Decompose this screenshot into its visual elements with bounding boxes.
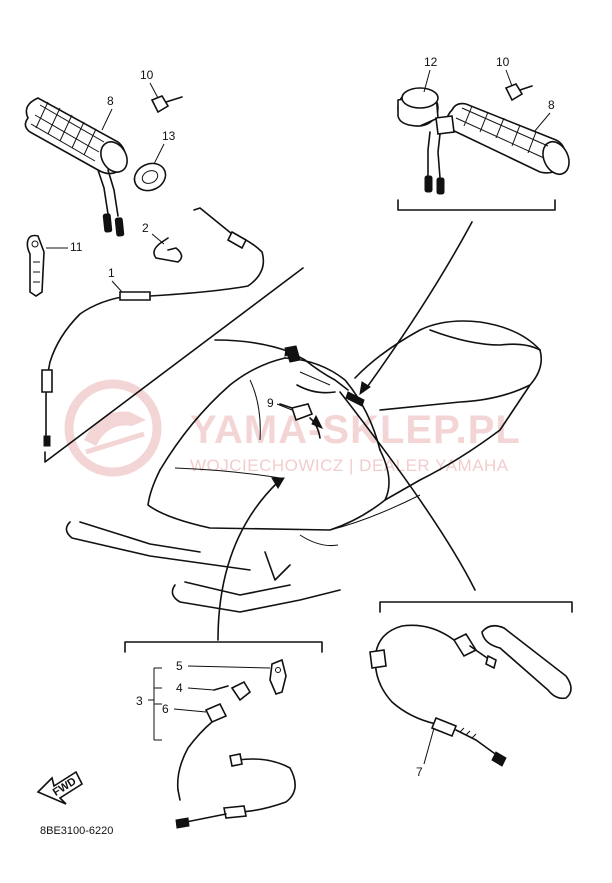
callout-6: 6 (162, 702, 169, 716)
callout-brace-3 (148, 667, 162, 741)
part-7-brake-cable (369, 624, 507, 767)
callout-4: 4 (176, 681, 183, 695)
watermark-tagline: WOJCIECHOWICZ | DEALER YAMAHA (190, 456, 509, 475)
callout-12: 12 (424, 55, 438, 69)
part-1-throttle-cable (41, 207, 265, 447)
part-13-ring (133, 162, 167, 192)
callout-10-right: 10 (496, 55, 510, 69)
watermark-brand: YAMA-SKLEP.PL (190, 408, 521, 452)
part-code: 8BE3100-6220 (40, 825, 113, 837)
snowmobile-body (65, 320, 543, 613)
part-12-grip-ring (397, 87, 439, 127)
watermark: YAMA-SKLEP.PL WOJCIECHOWICZ | DEALER YAM… (64, 379, 521, 477)
callout-10-left: 10 (140, 68, 154, 82)
part-10-bolt-left (150, 95, 183, 114)
brake-lever (452, 624, 572, 700)
part-3-cable (175, 753, 296, 829)
part-4-pin (213, 685, 229, 691)
callout-7: 7 (416, 765, 423, 779)
part-11-key-holder (26, 234, 45, 297)
part-5-lever (269, 658, 287, 695)
part-10-bolt-right (504, 83, 533, 102)
callout-11: 11 (70, 240, 83, 254)
section-dividers (44, 199, 573, 653)
callout-5: 5 (176, 659, 183, 673)
watermark-logo (64, 379, 162, 477)
part-2-clip (153, 237, 183, 263)
part-8-grip-right (424, 102, 570, 195)
part-6-adjuster (176, 680, 252, 791)
callout-2: 2 (142, 221, 149, 235)
callout-1: 1 (108, 266, 115, 280)
handlebar-assembly (284, 345, 365, 407)
callout-3: 3 (136, 694, 143, 708)
callout-8-left: 8 (107, 94, 114, 108)
fwd-arrow-icon: FWD (36, 770, 84, 805)
callout-8-right: 8 (548, 98, 555, 112)
part-9-clip (279, 403, 314, 422)
callout-numbers: 10 8 13 2 11 1 12 10 8 9 5 4 3 6 7 (46, 55, 555, 779)
callout-13: 13 (162, 129, 176, 143)
callout-9: 9 (267, 396, 274, 410)
leader-lines (214, 221, 476, 641)
part-8-grip-left (24, 97, 128, 237)
